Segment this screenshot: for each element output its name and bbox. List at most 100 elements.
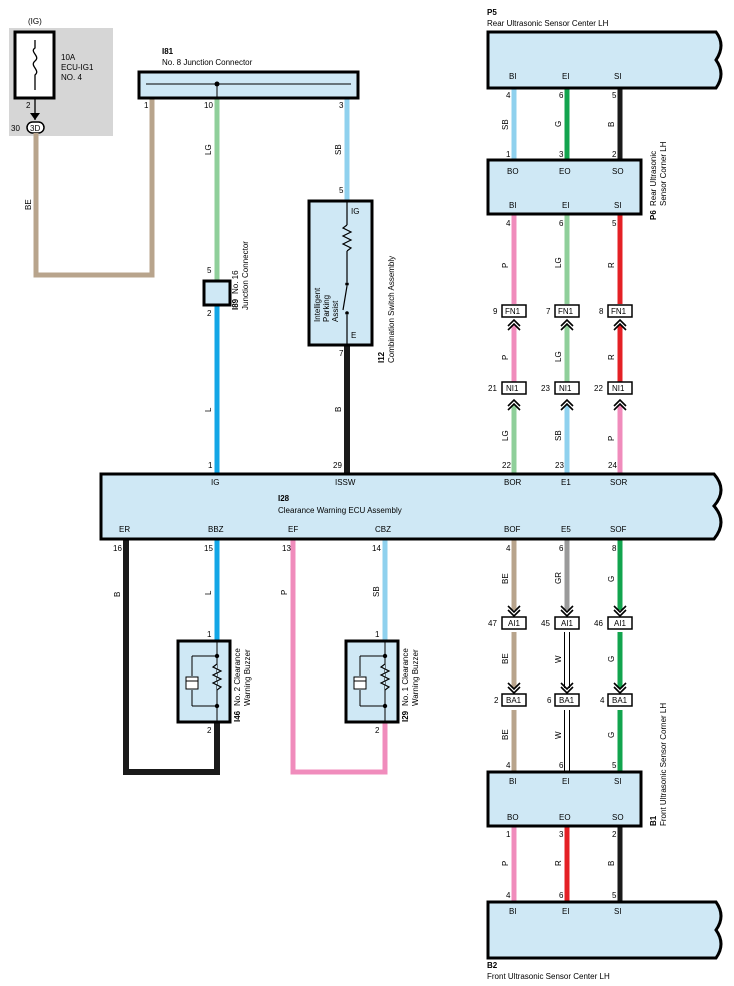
wc-ecuai1-2: GR (554, 572, 563, 584)
p6-pin-top-2: 3 (559, 150, 564, 159)
b1-pin-bottom-3: 2 (612, 830, 617, 839)
ai1-connector: AI1 AI1 AI1 47 45 46 (488, 605, 633, 630)
i12-pin-bottom: 7 (339, 349, 344, 358)
buzzer-icon (353, 676, 367, 690)
p6-rear-sensor-corner: 1 3 2 BO EO SO BI EI SI 4 6 5 P6 Rear Ul… (486, 141, 668, 228)
wc-ni1ecu-1: LG (501, 430, 510, 441)
wc-ai1ba1-1: BE (501, 653, 510, 664)
i12-switch-line1: Intelligent (313, 287, 322, 322)
fn1-label-2: FN1 (558, 307, 574, 316)
i89-junction-connector: 5 2 I89 No. 16 Junction Connector (202, 241, 250, 318)
ba1-box-3 (607, 693, 633, 707)
i12-name: Combination Switch Assembly (387, 256, 396, 363)
p6-pin-top-3: 2 (612, 150, 617, 159)
ecu-term-issw: ISSW (335, 478, 356, 487)
ni1-box-3 (607, 381, 633, 395)
i46-pin-bottom: 2 (207, 726, 212, 735)
wc-ecuai1-1: BE (501, 573, 510, 584)
ecu-bottom-pin-6: 6 (559, 544, 564, 553)
i89-pin-bottom: 2 (207, 309, 212, 318)
i29-code: I29 (401, 710, 410, 722)
p6-term-bottom-1: BI (509, 201, 517, 210)
fuse-conn-label: 3D (30, 124, 40, 133)
ecu-code: I28 (278, 494, 290, 503)
wire-b-er (123, 539, 220, 775)
ecu-term-ef: EF (288, 525, 298, 534)
i12-switch-line2: Parking (322, 295, 331, 322)
ecu-top-pin-5: 24 (608, 461, 617, 470)
i89-code: I89 (231, 298, 240, 310)
b2-front-sensor-center: 4 6 5 BI EI SI B2 Front Ultrasonic Senso… (486, 891, 723, 981)
i46-pin-top: 1 (207, 630, 212, 639)
p6-name2: Sensor Corner LH (659, 141, 668, 206)
b1-term-bottom-2: EO (559, 813, 571, 822)
ni1-box-2 (554, 381, 580, 395)
ecu-name: Clearance Warning ECU Assembly (278, 506, 402, 515)
ecu-term-bbz: BBZ (208, 525, 224, 534)
p5-rear-sensor-center: P5 Rear Ultrasonic Sensor Center LH BI E… (486, 8, 723, 100)
fuse-rating: 10A (61, 53, 76, 62)
wc-fuse-be: BE (24, 199, 33, 210)
ba1-label-2: BA1 (559, 696, 575, 705)
b2-term-2: EI (562, 907, 570, 916)
fn1-box-3 (607, 304, 633, 318)
ecu-bottom-pin-2: 15 (204, 544, 213, 553)
ecu-top-pin-2: 29 (333, 461, 342, 470)
p6-term-top-3: SO (612, 167, 624, 176)
wc-ai1ba1-3: G (607, 656, 616, 662)
ecu-top-pin-1: 1 (208, 461, 213, 470)
i89-name: No. 16 (231, 270, 240, 294)
wc-ni1ecu-2: SB (554, 430, 563, 441)
i12-code: I12 (377, 351, 386, 363)
ba1-connector: BA1 BA1 BA1 2 6 4 (494, 682, 633, 707)
p5-pin-2: 6 (559, 91, 564, 100)
ai1-pin-2: 45 (541, 619, 550, 628)
fn1-pin-2: 7 (546, 307, 551, 316)
i46-code: I46 (233, 710, 242, 722)
ecu-top-pin-3: 22 (502, 461, 511, 470)
wc-fn1ni1-1: P (501, 355, 510, 360)
b1-term-bottom-1: BO (507, 813, 519, 822)
wc-er: B (113, 592, 122, 597)
wc-ba1b1-2: W (554, 731, 563, 739)
fn1-pin-1: 9 (493, 307, 498, 316)
b1-name: Front Ultrasonic Sensor Corner LH (659, 703, 668, 826)
fuse-icon (32, 40, 38, 90)
p6-term-bottom-3: SI (614, 201, 622, 210)
b2-term-3: SI (614, 907, 622, 916)
wires (33, 88, 623, 902)
p6-pin-top-1: 1 (506, 150, 511, 159)
i81-code: I81 (162, 47, 174, 56)
wire-color-labels: BE LG SB L B SB G B P LG R P LG R LG SB … (24, 119, 616, 866)
wc-b1b2-3: B (607, 861, 616, 866)
wc-l-main: L (204, 407, 213, 412)
p6-pin-bottom-3: 5 (612, 219, 617, 228)
ecu-bottom-pin-3: 13 (282, 544, 291, 553)
wc-b-switch: B (334, 407, 343, 412)
wc-ecuai1-3: G (607, 576, 616, 582)
i12-pin-top: 5 (339, 186, 344, 195)
wc-ai1ba1-2: W (554, 655, 563, 663)
p5-term-3: SI (614, 72, 622, 81)
b1-term-bottom-3: SO (612, 813, 624, 822)
fuse-pin-top: 2 (26, 101, 31, 110)
wc-p6fn1-1: P (501, 263, 510, 268)
b1-pin-top-1: 4 (506, 761, 511, 770)
ni1-label-2: NI1 (559, 384, 572, 393)
wire-p-ef (290, 539, 388, 775)
b2-pin-3: 5 (612, 891, 617, 900)
b1-pin-bottom-1: 1 (506, 830, 511, 839)
i81-junction-connector: I81 No. 8 Junction Connector 1 10 3 (137, 47, 360, 110)
b2-name: Front Ultrasonic Sensor Center LH (487, 972, 610, 981)
wc-b1b2-1: P (501, 861, 510, 866)
i81-pin-mid: 10 (204, 101, 213, 110)
ba1-box-1 (501, 693, 527, 707)
i29-pin-bottom: 2 (375, 726, 380, 735)
i89-name2: Junction Connector (241, 241, 250, 310)
wc-ba1b1-3: G (607, 732, 616, 738)
i46-buzzer: 1 2 I46 No. 2 Clearance Warning Buzzer (176, 630, 252, 735)
i12-box (307, 199, 374, 347)
i81-pin-right: 3 (339, 101, 344, 110)
p5-term-2: EI (562, 72, 570, 81)
b1-pin-top-2: 6 (559, 761, 564, 770)
